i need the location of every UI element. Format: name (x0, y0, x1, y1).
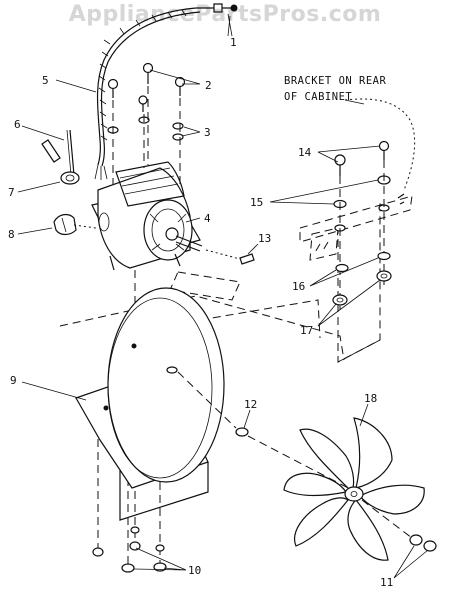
callout-13: 13 (258, 232, 271, 245)
callout-5: 5 (42, 74, 49, 87)
callout-10: 10 (188, 564, 201, 577)
callout-4: 4 (204, 212, 211, 225)
part-11-hub-nuts (361, 499, 437, 552)
part-10-nuts (92, 526, 167, 573)
part-4-motor (91, 161, 203, 271)
part-2-screws (107, 62, 186, 112)
callout-3: 3 (204, 126, 211, 139)
part-13-set-screw (205, 249, 255, 265)
part-3-washers (107, 116, 184, 141)
note-line-1: BRACKET ON REAR (284, 75, 387, 87)
callout-17: 17 (300, 324, 313, 337)
part-7-grommet (60, 171, 80, 185)
callout-16: 16 (292, 280, 305, 293)
callout-8: 8 (8, 228, 15, 241)
callout-2: 2 (205, 79, 212, 92)
note-line-2: OF CABINET (284, 91, 352, 103)
part-5-power-cord (94, 7, 201, 180)
watermark: AppliancePartsPros.com (68, 2, 382, 27)
cabinet-rear-bracket (299, 98, 416, 363)
callout-12: 12 (244, 398, 257, 411)
callout-15: 15 (250, 196, 263, 209)
bracket-note: BRACKET ON REAR OF CABINET (284, 75, 387, 103)
callout-7: 7 (8, 186, 15, 199)
callout-labels: 1 2 3 4 5 6 7 8 9 10 11 12 13 14 15 16 1… (8, 36, 393, 589)
part-1-connector (196, 3, 238, 37)
callout-18: 18 (364, 392, 377, 405)
leader-lines (17, 15, 429, 579)
callout-14: 14 (298, 146, 312, 159)
part-17-nuts (332, 270, 392, 306)
part-14-screws (334, 140, 390, 176)
callout-6: 6 (14, 118, 21, 131)
part-6-wire-tie (41, 129, 75, 176)
callout-11: 11 (380, 576, 393, 589)
callout-1: 1 (230, 36, 237, 49)
part-18-fan-blade (283, 417, 425, 561)
part-8-clip (53, 213, 97, 236)
part-16-washers (335, 251, 391, 273)
part-15-washers (333, 160, 391, 310)
callout-9: 9 (10, 374, 17, 387)
part-9-fan-shroud (75, 287, 225, 521)
